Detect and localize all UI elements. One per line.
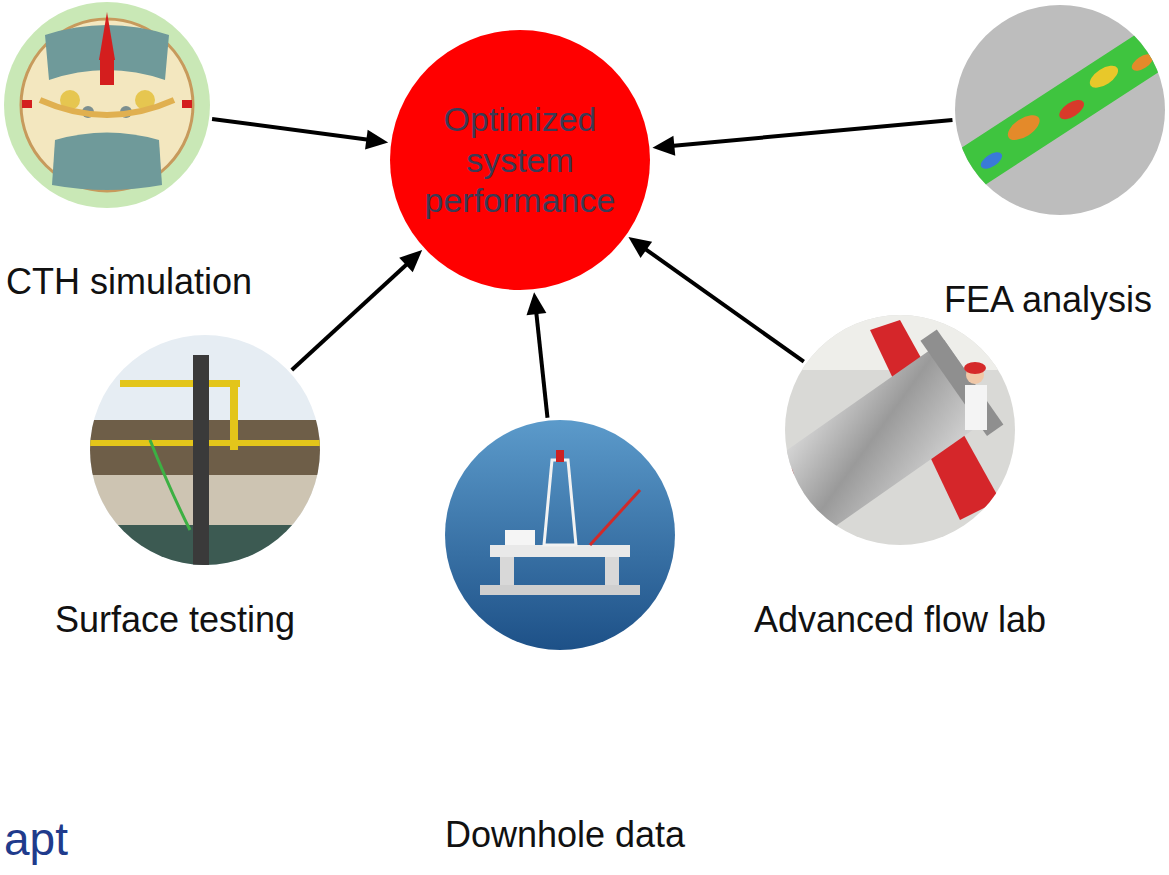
arrow-head: [365, 130, 388, 150]
arrow-connector: [652, 120, 952, 156]
offshore-rig-picture: [440, 415, 680, 655]
flow-lab-picture: [724, 310, 1020, 574]
photo-caption: CTH simulation: [6, 261, 252, 302]
photo-caption: Advanced flow lab: [754, 599, 1046, 640]
arrow-head: [526, 292, 546, 315]
surface-test-picture: [85, 330, 325, 575]
connector-line: [212, 119, 372, 140]
fea-picture: [922, 0, 1169, 220]
photo-caption: Downhole data: [445, 814, 685, 855]
cth-picture: [0, 0, 215, 215]
connector-line: [641, 246, 803, 361]
photo-caption: FEA analysis: [944, 279, 1152, 320]
photo-caption: Surface testing: [55, 599, 295, 640]
connector-line: [292, 261, 411, 370]
connector-line: [536, 308, 548, 418]
arrow-connector: [212, 119, 388, 149]
photo-circle: Advanced flow lab: [785, 315, 1015, 545]
connector-line: [668, 120, 952, 146]
hub-circle: Optimized system performance: [390, 30, 650, 290]
photo-circle: Downhole data: [445, 420, 675, 650]
arrow-connector: [526, 292, 547, 417]
arrow-connector: [628, 237, 803, 362]
arrow-head: [652, 136, 675, 156]
photo-circle: Surface testing: [90, 335, 320, 565]
arrow-head: [399, 250, 422, 272]
arrow-connector: [292, 250, 422, 370]
title-fragment: apt: [4, 812, 68, 866]
arrow-head: [628, 237, 652, 258]
photo-circle: CTH simulation: [4, 2, 210, 208]
hub-label: Optimized system performance: [412, 99, 628, 221]
photo-circle: FEA analysis: [955, 5, 1165, 215]
